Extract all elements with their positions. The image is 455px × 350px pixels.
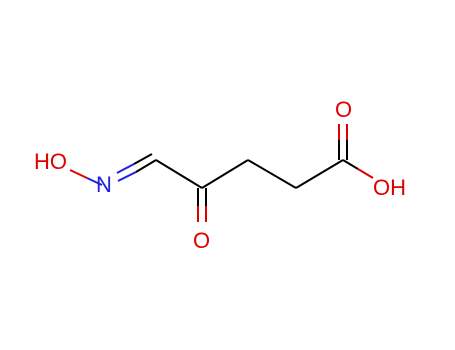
bond-c1-c2: [155, 159, 203, 189]
atom-label-oh: OH: [373, 175, 406, 200]
bond-c5-oh: [342, 159, 374, 179]
bond-n-c-double: [116, 153, 157, 182]
bond-c2-o-double: [197, 188, 207, 222]
bond-c3-c4: [247, 159, 297, 189]
atom-label-o-ketone: O: [193, 228, 210, 253]
bond-c5-o-double: [338, 124, 348, 160]
bond-c4-c5: [295, 159, 344, 189]
atom-label-o-acid: O: [335, 97, 352, 122]
atom-label-n: N: [96, 172, 112, 197]
bond-o-n: [69, 169, 103, 186]
atom-label-ho: HO: [34, 149, 67, 174]
bond-c2-c3: [201, 159, 249, 189]
